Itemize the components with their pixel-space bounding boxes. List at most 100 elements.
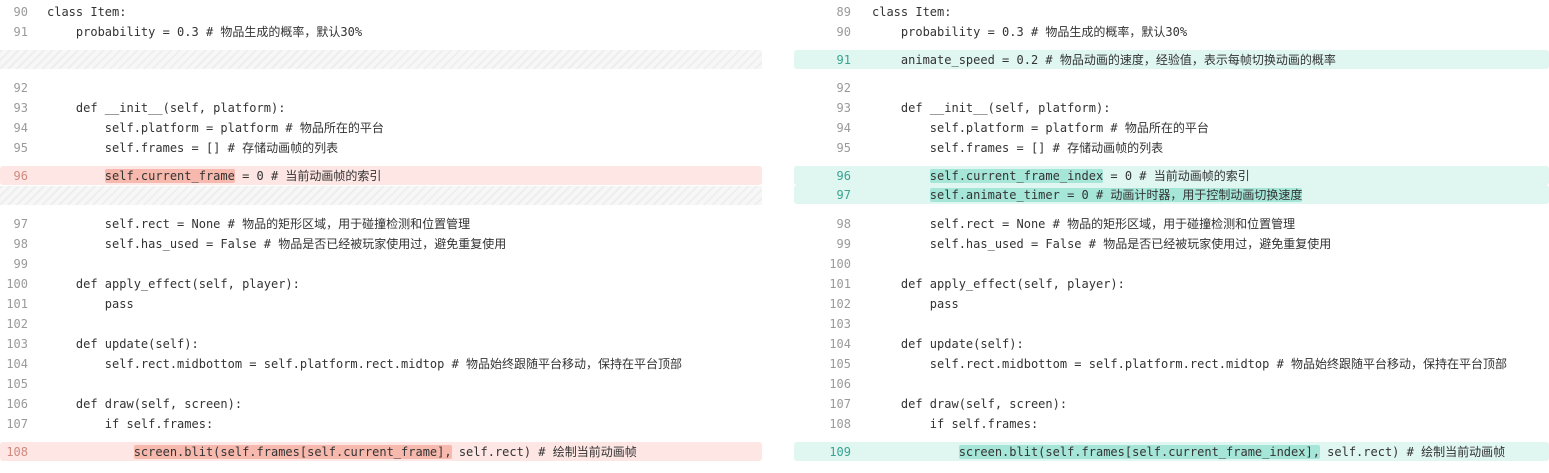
code-line: 99 self.has_used = False # 物品是否已经被玩家使用过，…: [794, 234, 1549, 254]
line-number: 100: [6, 277, 28, 291]
code-line: 106 def draw(self, screen):: [0, 394, 762, 414]
line-number: 92: [13, 81, 28, 95]
line-number: 105: [6, 377, 28, 391]
line-number: 90: [836, 25, 851, 39]
code-text: self.current_frame = 0 # 当前动画帧的索引: [47, 166, 381, 186]
code-line: 98 self.has_used = False # 物品是否已经被玩家使用过，…: [0, 234, 762, 254]
code-line: 93 def __init__(self, platform):: [0, 98, 762, 118]
line-number: 94: [13, 121, 28, 135]
diff-removed-line: 96 self.current_frame = 0 # 当前动画帧的索引: [0, 166, 762, 185]
line-number: 91: [836, 53, 851, 67]
changed-token-highlight: self.current_frame: [104, 169, 235, 183]
code-text: if self.frames:: [872, 417, 1039, 431]
line-number: 99: [836, 237, 851, 251]
code-line: 100 def apply_effect(self, player):: [0, 274, 762, 294]
code-text: self.rect.midbottom = self.platform.rect…: [47, 357, 683, 371]
code-line: 95 self.frames = [] # 存储动画帧的列表: [0, 138, 762, 158]
code-line: 95 self.frames = [] # 存储动画帧的列表: [794, 138, 1549, 158]
code-line: 101 def apply_effect(self, player):: [794, 274, 1549, 294]
code-line: 104 def update(self):: [794, 334, 1549, 354]
code-line: 90 class Item:: [0, 2, 762, 22]
code-indent: [872, 188, 930, 202]
line-number: 95: [836, 141, 851, 155]
diff-added-line: 97 self.animate_timer = 0 # 动画计时器，用于控制动画…: [794, 185, 1549, 204]
code-text: def __init__(self, platform):: [47, 101, 286, 115]
code-rest: self.rect) # 绘制当前动画帧: [451, 445, 637, 459]
code-text: class Item:: [872, 5, 952, 19]
line-number: 104: [829, 337, 851, 351]
diff-pane-original: 90 class Item: 91 probability = 0.3 # 物品生成…: [0, 0, 762, 473]
line-number: 101: [829, 277, 851, 291]
line-number: 93: [836, 101, 851, 115]
changed-token-highlight: self.current_frame_index: [929, 169, 1104, 183]
line-number: 109: [829, 445, 851, 459]
code-line: 92: [794, 78, 1549, 98]
code-line: 90 probability = 0.3 # 物品生成的概率，默认30%: [794, 22, 1549, 42]
code-text: probability = 0.3 # 物品生成的概率，默认30%: [872, 25, 1188, 39]
code-line: 105: [0, 374, 762, 394]
code-line: 104 self.rect.midbottom = self.platform.…: [0, 354, 762, 374]
code-rest: self.rect) # 绘制当前动画帧: [1319, 445, 1506, 459]
code-text: pass: [47, 297, 134, 311]
code-text: self.frames = [] # 存储动画帧的列表: [872, 141, 1164, 155]
code-line: 91 probability = 0.3 # 物品生成的概率，默认30%: [0, 22, 762, 42]
diff-filler-row: [0, 186, 762, 205]
code-line: 94 self.platform = platform # 物品所在的平台: [794, 118, 1549, 138]
changed-token-highlight: screen.blit(self.frames[self.current_fra…: [133, 445, 452, 459]
code-text: if self.frames:: [47, 417, 214, 431]
code-text: animate_speed = 0.2 # 物品动画的速度，经验值，表示每帧切换…: [872, 53, 1336, 67]
code-line: 105 self.rect.midbottom = self.platform.…: [794, 354, 1549, 374]
line-number: 93: [13, 101, 28, 115]
line-number: 108: [6, 445, 28, 459]
line-number: 96: [836, 169, 851, 183]
diff-added-line: 109 screen.blit(self.frames[self.current…: [794, 442, 1549, 461]
line-number: 97: [13, 217, 28, 231]
line-number: 102: [6, 317, 28, 331]
code-line: 100: [794, 254, 1549, 274]
code-line: 94 self.platform = platform # 物品所在的平台: [0, 118, 762, 138]
code-line: 108 if self.frames:: [794, 414, 1549, 434]
line-number: 94: [836, 121, 851, 135]
code-text: class Item:: [47, 5, 127, 19]
code-line: 92: [0, 78, 762, 98]
code-text: def update(self):: [47, 337, 199, 351]
changed-token-highlight: screen.blit(self.frames[self.current_fra…: [958, 445, 1320, 459]
code-text: def draw(self, screen):: [47, 397, 243, 411]
code-rest: = 0 # 当前动画帧的索引: [1103, 169, 1250, 183]
code-line: 98 self.rect = None # 物品的矩形区域，用于碰撞检测和位置管…: [794, 214, 1549, 234]
code-text: pass: [872, 297, 959, 311]
code-line: 103 def update(self):: [0, 334, 762, 354]
code-line: 106: [794, 374, 1549, 394]
diff-filler-row: [0, 50, 762, 69]
code-rest: = 0 # 当前动画帧的索引: [234, 169, 382, 183]
line-number: 102: [829, 297, 851, 311]
line-number: 98: [836, 217, 851, 231]
code-text: def apply_effect(self, player):: [872, 277, 1125, 291]
line-number: 96: [13, 169, 28, 183]
code-text: def draw(self, screen):: [872, 397, 1068, 411]
code-line: 101 pass: [0, 294, 762, 314]
code-text: self.frames = [] # 存储动画帧的列表: [47, 141, 339, 155]
code-indent: [47, 169, 105, 183]
code-text: def __init__(self, platform):: [872, 101, 1111, 115]
code-text: screen.blit(self.frames[self.current_fra…: [47, 442, 637, 462]
code-line: 107 if self.frames:: [0, 414, 762, 434]
code-line: 97 self.rect = None # 物品的矩形区域，用于碰撞检测和位置管…: [0, 214, 762, 234]
line-number: 90: [13, 5, 28, 19]
code-line: 102: [0, 314, 762, 334]
code-text: self.platform = platform # 物品所在的平台: [47, 121, 384, 135]
code-line: 99: [0, 254, 762, 274]
diff-removed-line: 108 screen.blit(self.frames[self.current…: [0, 442, 762, 461]
code-line: 102 pass: [794, 294, 1549, 314]
code-indent: [47, 445, 134, 459]
line-number: 103: [6, 337, 28, 351]
code-text: def apply_effect(self, player):: [47, 277, 300, 291]
code-indent: [872, 445, 959, 459]
line-number: 92: [836, 81, 851, 95]
code-text: probability = 0.3 # 物品生成的概率，默认30%: [47, 25, 363, 39]
code-line: 107 def draw(self, screen):: [794, 394, 1549, 414]
line-number: 99: [13, 257, 28, 271]
code-text: self.has_used = False # 物品是否已经被玩家使用过，避免重…: [47, 237, 507, 251]
